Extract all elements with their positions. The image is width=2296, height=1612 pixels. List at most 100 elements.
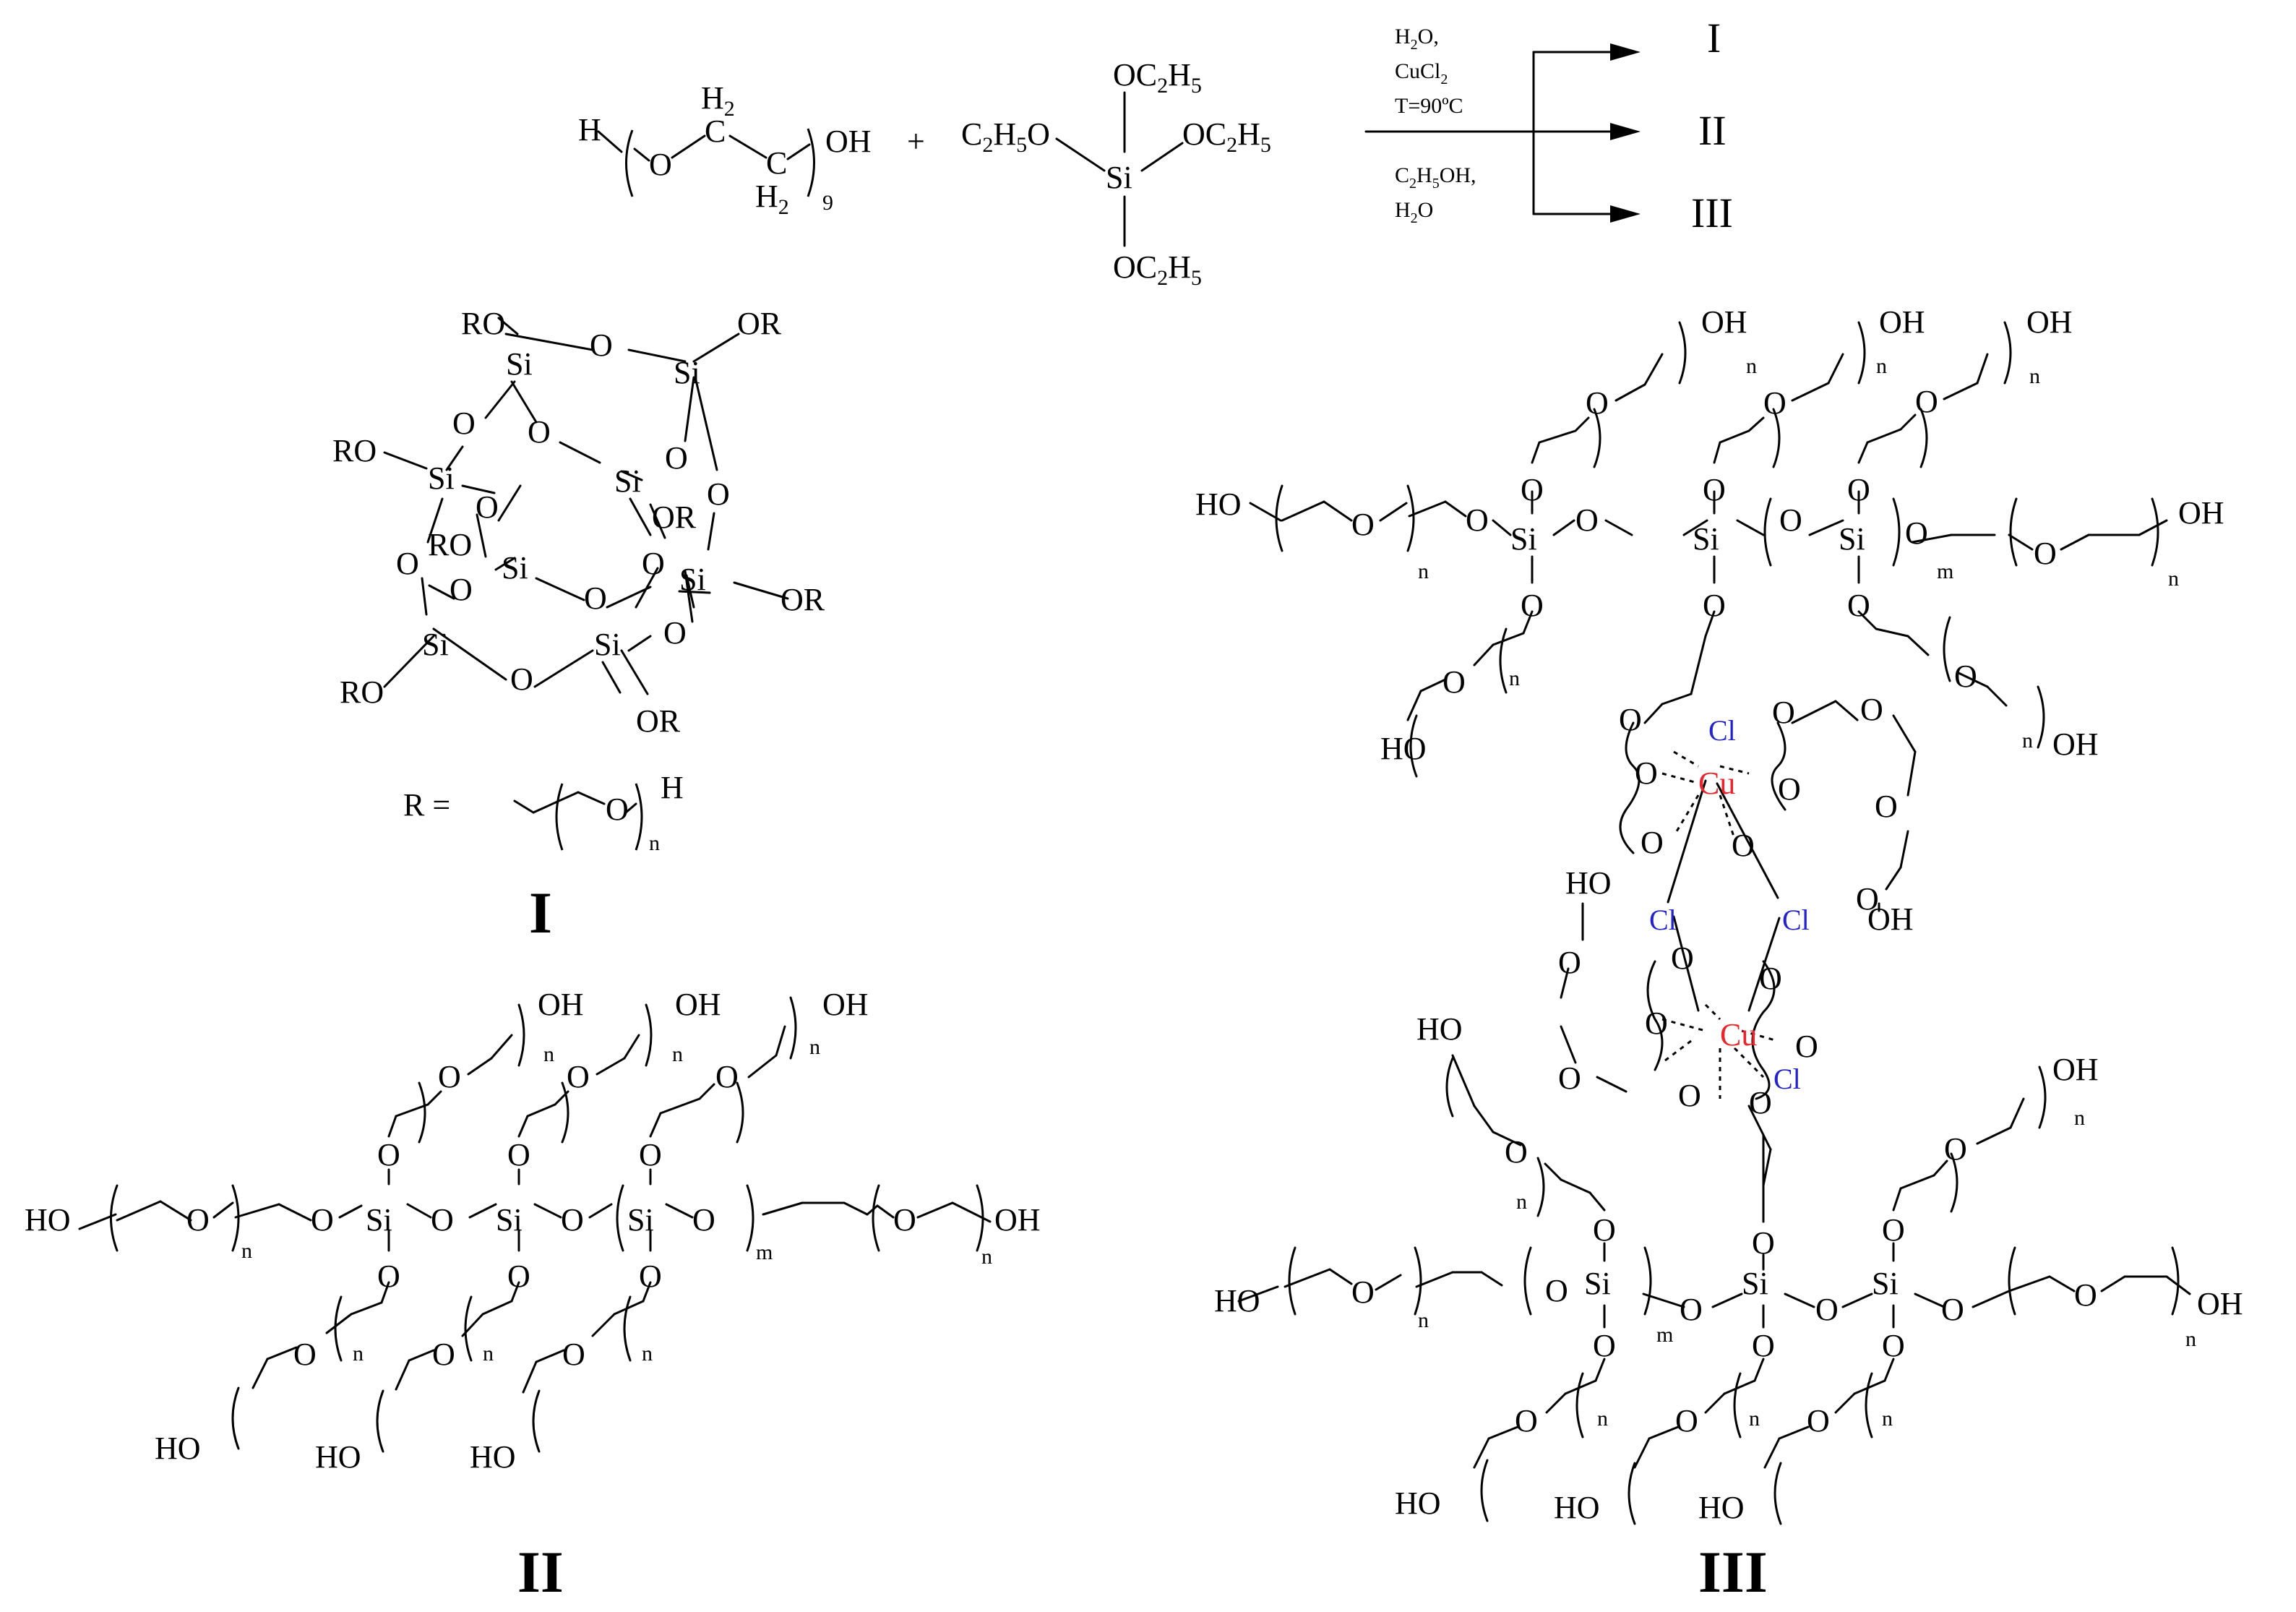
- iii-bot-o-a5: O: [1675, 1403, 1698, 1439]
- r-group-definition: R = O n H: [403, 770, 684, 855]
- iii-cl-3: Cl: [1782, 904, 1810, 936]
- iii-top-oh-u1: OH: [1701, 304, 1747, 340]
- cage-o-4: O: [665, 440, 688, 476]
- ii-o-1: O: [186, 1202, 210, 1238]
- cage-or-4: OR: [636, 703, 681, 739]
- iii-core-o-14: O: [1795, 1029, 1818, 1064]
- iii-core-o-9: O: [1856, 881, 1879, 917]
- iii-bot-o-6: O: [2074, 1277, 2097, 1313]
- ii-si-3: Si: [627, 1202, 654, 1238]
- iii-bot-o-u2: O: [1752, 1225, 1775, 1261]
- iii-top-o-3: O: [1575, 502, 1599, 538]
- label-compound-I: I: [529, 880, 552, 946]
- peg-ch2-bottom: H2: [755, 179, 789, 219]
- ii-o-6: O: [893, 1202, 916, 1238]
- cage-or-2: OR: [652, 500, 697, 535]
- cage-ro-4: RO: [340, 674, 384, 710]
- iii-core-o-6: O: [1875, 789, 1898, 824]
- iii-bot-n-d2: n: [1749, 1407, 1760, 1431]
- ii-o-arm-u3: O: [715, 1059, 739, 1094]
- ii-o-arm-u1: O: [438, 1059, 461, 1094]
- iii-top-n-u1: n: [1746, 354, 1757, 378]
- iii-core-o-8: O: [1732, 828, 1755, 863]
- plus-sign: +: [907, 124, 925, 159]
- iii-bot-si-1: Si: [1584, 1266, 1611, 1301]
- cage-o-12: O: [510, 661, 533, 697]
- label-compound-III: III: [1698, 1539, 1768, 1605]
- cage-si-7: Si: [422, 627, 449, 662]
- iii-bot-ho-d1: HO: [1395, 1485, 1441, 1521]
- iii-top-o-d3: O: [1847, 588, 1870, 623]
- ii-n-2: n: [981, 1245, 992, 1269]
- ii-o-down-1: O: [377, 1259, 400, 1294]
- cage-o-10: O: [584, 580, 607, 616]
- reaction-equation: H O H2 C C H2 9 OH + OC2H5 C2H5O Si OC2H…: [578, 14, 1733, 290]
- label-compound-II: II: [517, 1539, 564, 1605]
- ii-n-d3: n: [642, 1342, 653, 1366]
- product-label-I: I: [1707, 14, 1721, 61]
- condition-water: H2O,: [1395, 25, 1439, 53]
- cage-si-6: Si: [679, 562, 706, 597]
- ii-n-u3: n: [809, 1035, 820, 1059]
- iii-top-o-a4: O: [1442, 664, 1466, 700]
- teos-right-group: OC2H5: [1182, 116, 1271, 157]
- iii-bot-oh-right: OH: [2197, 1286, 2243, 1321]
- ii-o-2: O: [311, 1202, 334, 1238]
- iii-bot-o-u3: O: [1882, 1212, 1905, 1248]
- iii-bot-ho-d3: HO: [1698, 1490, 1745, 1525]
- ii-o-down-2: O: [507, 1259, 530, 1294]
- iii-core-o-16: O: [1678, 1078, 1701, 1113]
- iii-top-n-d1: n: [1509, 666, 1520, 690]
- ii-o-4: O: [561, 1202, 584, 1238]
- ii-o-down-3: O: [639, 1259, 662, 1294]
- iii-top-n-d3: n: [2022, 729, 2033, 753]
- iii-core-o-17: O: [1749, 1085, 1772, 1120]
- iii-bot-o-4: O: [1815, 1292, 1839, 1327]
- compound-I-cage: RO Si O Si OR O O O RO Si Si O O OR RO O…: [332, 306, 825, 739]
- peg-c-bottom: C: [766, 145, 787, 181]
- condition-temperature: T=90ºC: [1395, 94, 1463, 118]
- ii-si-1: Si: [366, 1202, 392, 1238]
- ii-oh-u3: OH: [822, 987, 869, 1022]
- reaction-conditions: H2O, CuCl2 T=90ºC C2H5OH, H2O: [1395, 25, 1476, 226]
- ii-ho-left: HO: [25, 1202, 71, 1238]
- iii-bot-o-d2: O: [1752, 1328, 1775, 1363]
- iii-core-oh-1: OH: [1867, 901, 1914, 937]
- cage-o-1: O: [590, 327, 613, 363]
- cage-o-2: O: [452, 406, 476, 441]
- iii-bot-o-2: O: [1545, 1273, 1568, 1308]
- peg-reactant: H O H2 C C H2 9 OH: [578, 80, 872, 219]
- iii-core-o-2: O: [1772, 695, 1795, 730]
- ii-ho-d3: HO: [470, 1439, 516, 1475]
- iii-top-o-d2: O: [1703, 588, 1726, 623]
- iii-bot-n-d1: n: [1597, 1407, 1608, 1431]
- iii-bot-o-d3: O: [1882, 1328, 1905, 1363]
- iii-core-o-3: O: [1860, 692, 1883, 727]
- ii-o-up-3: O: [639, 1137, 662, 1172]
- iii-top-o-u3: O: [1847, 472, 1870, 507]
- ii-n-d1: n: [353, 1342, 364, 1366]
- iii-top-si-2: Si: [1693, 521, 1719, 557]
- condition-ethanol: C2H5OH,: [1395, 163, 1476, 192]
- iii-top-o-1: O: [1351, 507, 1375, 542]
- cage-ro-1: RO: [461, 306, 505, 341]
- ii-si-2: Si: [496, 1202, 523, 1238]
- ii-o-up-2: O: [507, 1137, 530, 1172]
- peg-oh-end: OH: [825, 124, 872, 159]
- cage-ro-2: RO: [332, 433, 377, 468]
- iii-bot-n-2: n: [2185, 1327, 2196, 1351]
- teos-left-group: C2H5O: [961, 116, 1050, 157]
- ii-n-u2: n: [672, 1042, 683, 1066]
- iii-core-o-5: O: [1778, 771, 1801, 807]
- iii-top-o-5: O: [1905, 515, 1928, 551]
- iii-top-o-u2: O: [1703, 472, 1726, 507]
- ii-n-u1: n: [543, 1042, 554, 1066]
- ii-o-up-1: O: [377, 1137, 400, 1172]
- iii-top-m: m: [1937, 560, 1953, 583]
- ii-oh-u2: OH: [675, 987, 721, 1022]
- product-label-II: II: [1698, 107, 1727, 154]
- iii-top-o-u1: O: [1521, 472, 1544, 507]
- iii-bot-ho-left: HO: [1214, 1283, 1260, 1319]
- cage-o-11: O: [663, 615, 687, 651]
